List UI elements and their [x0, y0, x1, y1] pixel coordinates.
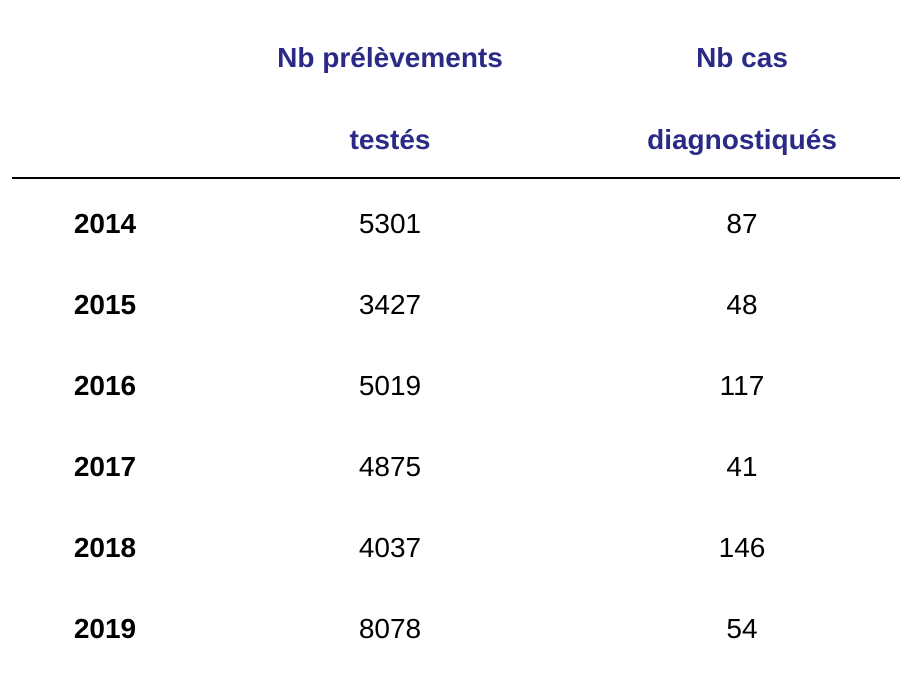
- header-cases-line1: Nb cas: [696, 42, 788, 73]
- header-tested-line2: testés: [349, 124, 431, 155]
- cases-cell: 146: [718, 532, 766, 563]
- tested-cell: 8078: [358, 613, 422, 644]
- header-divider: [12, 177, 900, 179]
- year-cell: 2015: [73, 289, 137, 320]
- cases-cell: 48: [726, 289, 758, 320]
- year-cell: 2018: [73, 532, 137, 563]
- tested-cell: 3427: [358, 289, 422, 320]
- cases-cell: 54: [726, 613, 758, 644]
- cases-cell: 117: [719, 370, 765, 401]
- header-tested-line1: Nb prélèvements: [277, 42, 503, 73]
- year-cell: 2017: [73, 451, 137, 482]
- tested-cell: 4875: [358, 451, 422, 482]
- cases-cell: 87: [726, 208, 758, 239]
- tested-cell: 5019: [358, 370, 422, 401]
- year-cell: 2016: [73, 370, 137, 401]
- tested-cell: 4037: [358, 532, 422, 563]
- year-cell: 2019: [73, 613, 137, 644]
- header-cases-line2: diagnostiqués: [647, 124, 837, 155]
- tested-cell: 5301: [358, 208, 422, 239]
- year-cell: 2014: [73, 208, 137, 239]
- cases-cell: 41: [726, 451, 758, 482]
